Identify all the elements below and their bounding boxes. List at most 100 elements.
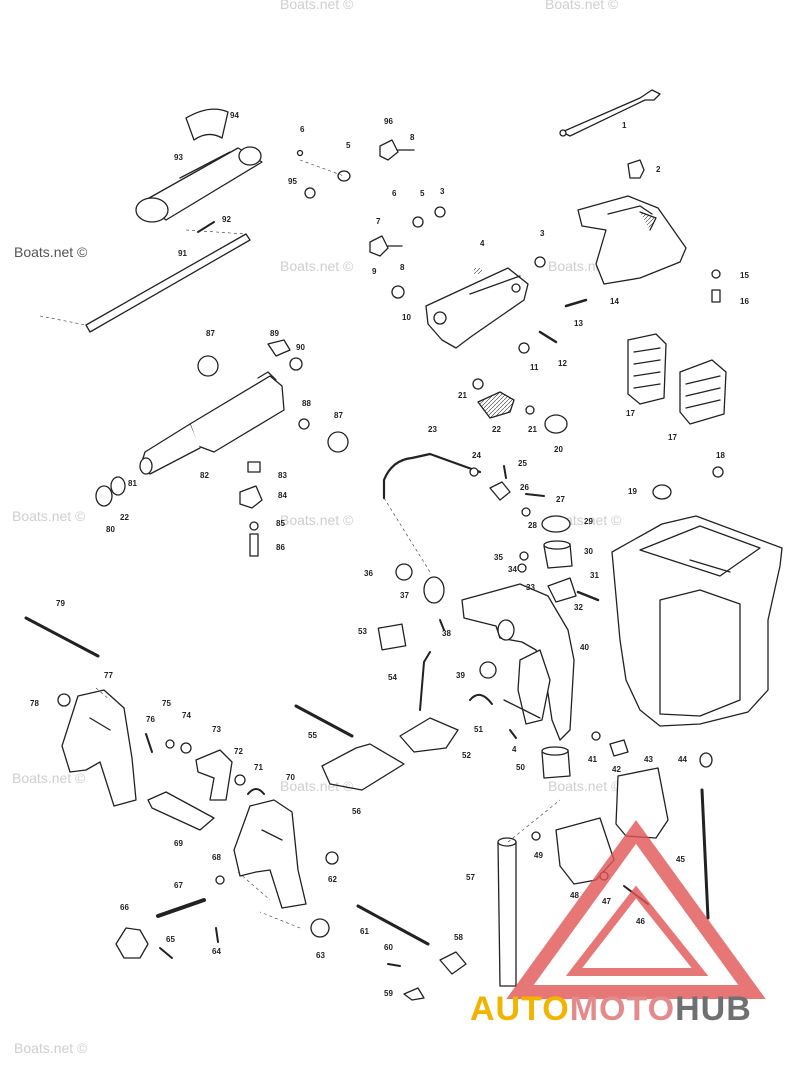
part-pin xyxy=(145,733,153,753)
part-washer xyxy=(234,774,246,786)
callout-number: 82 xyxy=(200,471,209,480)
logo-part-hub: HUB xyxy=(675,990,752,1028)
part-long-bolt xyxy=(24,616,100,658)
callout-number: 3 xyxy=(540,229,545,238)
callout-number: 46 xyxy=(636,917,645,926)
callout-number: 74 xyxy=(182,711,191,720)
callout-number: 20 xyxy=(554,445,563,454)
callout-number: 48 xyxy=(570,891,579,900)
callout-number: 30 xyxy=(584,547,593,556)
callout-number: 77 xyxy=(104,671,113,680)
callout-number: 87 xyxy=(206,329,215,338)
part-pin xyxy=(538,330,558,344)
part-long-shaft xyxy=(700,788,710,920)
part-bushing xyxy=(489,481,511,501)
part-tilt-tube-rod xyxy=(356,904,430,946)
part-nut xyxy=(699,752,713,768)
part-washer xyxy=(337,170,351,182)
part-nut xyxy=(534,256,546,268)
callout-number: 26 xyxy=(520,483,529,492)
callout-number: 52 xyxy=(462,751,471,760)
part-bolt-head xyxy=(391,285,405,299)
callout-number: 38 xyxy=(442,629,451,638)
part-nut xyxy=(434,206,446,218)
leader-lines xyxy=(39,159,561,929)
callout-number: 86 xyxy=(276,543,285,552)
callout-number: 18 xyxy=(716,451,725,460)
watermark: Boats.net © xyxy=(545,0,619,12)
callout-number: 68 xyxy=(212,853,221,862)
part-steering-rod xyxy=(559,89,661,137)
callout-number: 14 xyxy=(610,297,619,306)
part-latch xyxy=(439,951,467,975)
watermark: Boats.net © xyxy=(12,508,86,524)
callout-number: 7 xyxy=(376,217,381,226)
callout-number: 17 xyxy=(626,409,635,418)
callout-number: 96 xyxy=(384,117,393,126)
part-tilt-tube xyxy=(135,146,263,223)
part-grease-fitting xyxy=(379,139,415,161)
part-washer xyxy=(525,405,535,415)
callout-number: 53 xyxy=(358,627,367,636)
part-steering-tube xyxy=(497,837,517,987)
callout-number: 24 xyxy=(472,451,481,460)
part-washer xyxy=(327,431,349,453)
part-tilt-lever-rod xyxy=(382,452,482,500)
callout-number: 44 xyxy=(678,755,687,764)
callout-number: 61 xyxy=(360,927,369,936)
callout-number: 17 xyxy=(668,433,677,442)
callout-number: 5 xyxy=(346,141,351,150)
logo-part-moto: MOTO xyxy=(569,990,676,1028)
callout-number: 41 xyxy=(588,755,597,764)
callout-number: 22 xyxy=(120,513,129,522)
callout-number: 90 xyxy=(296,343,305,352)
callout-number: 91 xyxy=(178,249,187,258)
callout-number: 16 xyxy=(740,297,749,306)
watermark: Boats.net © xyxy=(280,512,354,528)
callout-number: 4 xyxy=(512,745,517,754)
part-washer xyxy=(57,693,71,707)
part-screw xyxy=(711,289,721,303)
callout-number: 89 xyxy=(270,329,279,338)
callout-number: 32 xyxy=(574,603,583,612)
part-grommet xyxy=(652,484,672,500)
part-screw xyxy=(509,729,517,739)
part-driveshaft-housing xyxy=(611,515,783,727)
callout-number: 94 xyxy=(230,111,239,120)
callout-number: 85 xyxy=(276,519,285,528)
part-bushing xyxy=(609,739,629,757)
part-washer xyxy=(541,515,571,533)
callout-number: 29 xyxy=(584,517,593,526)
callout-number: 15 xyxy=(740,271,749,280)
part-rubber-mount xyxy=(679,359,727,425)
part-washer xyxy=(479,661,497,679)
callout-number: 59 xyxy=(384,989,393,998)
part-screw xyxy=(439,619,445,631)
part-spacer-block xyxy=(147,791,215,831)
part-nut xyxy=(412,216,424,228)
part-clip xyxy=(403,987,425,1001)
part-tilt-shaft xyxy=(85,233,251,333)
part-pin xyxy=(197,221,215,233)
part-spacer xyxy=(247,461,261,473)
part-clip-band xyxy=(185,108,229,141)
callout-number: 45 xyxy=(676,855,685,864)
part-bracket xyxy=(615,767,669,839)
callout-number: 47 xyxy=(602,897,611,906)
part-disc xyxy=(544,414,568,434)
callout-number: 75 xyxy=(162,699,171,708)
part-transom-bracket-right xyxy=(233,799,307,909)
callout-number: 36 xyxy=(364,569,373,578)
part-nut xyxy=(215,875,225,885)
automotohub-logo: AUTOMOTOHUB xyxy=(470,990,752,1029)
part-swivel-arm xyxy=(425,267,529,349)
watermark: Boats.net © xyxy=(548,778,622,794)
callout-number: 33 xyxy=(526,583,535,592)
part-cap xyxy=(627,159,645,179)
callout-number: 76 xyxy=(146,715,155,724)
part-pin xyxy=(503,465,507,479)
callout-number: 13 xyxy=(574,319,583,328)
part-trim-cylinder xyxy=(139,371,285,475)
part-rod xyxy=(294,704,354,738)
